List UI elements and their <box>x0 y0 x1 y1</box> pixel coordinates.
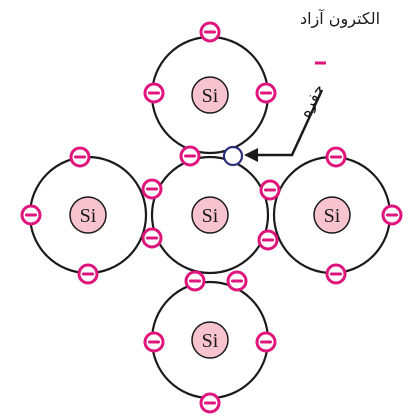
hole-marker <box>222 145 244 167</box>
electron <box>325 146 347 168</box>
electron <box>143 331 165 353</box>
electron <box>69 146 91 168</box>
electrons <box>20 21 403 414</box>
free-electron-label: الکترون آزاد <box>300 9 380 29</box>
electron <box>77 263 99 285</box>
hole-label: حفره <box>294 80 328 120</box>
electron <box>141 178 163 200</box>
electron <box>20 204 42 226</box>
electron <box>141 227 163 249</box>
nucleus-label-top: Si <box>202 85 219 107</box>
nuclei: Si Si Si Si Si <box>69 76 351 359</box>
electron <box>257 229 279 251</box>
nucleus-left: Si <box>69 196 107 234</box>
nucleus-top: Si <box>191 76 229 114</box>
electron <box>381 204 403 226</box>
electron <box>325 263 347 285</box>
nucleus-right: Si <box>313 196 351 234</box>
orbit-ring-center <box>150 155 270 275</box>
nucleus-bottom: Si <box>191 321 229 359</box>
electron <box>143 82 165 104</box>
electron <box>226 270 248 292</box>
electron <box>255 331 277 353</box>
electron <box>184 270 206 292</box>
nucleus-label-center: Si <box>202 205 219 227</box>
electron <box>255 82 277 104</box>
electron <box>179 145 201 167</box>
nucleus-label-left: Si <box>80 205 97 227</box>
electron <box>259 179 281 201</box>
arrow-head <box>244 148 258 162</box>
electron <box>199 392 221 414</box>
electron <box>199 21 221 43</box>
hole-arrow <box>244 89 324 162</box>
nucleus-label-bottom: Si <box>202 330 219 352</box>
nucleus-center: Si <box>191 196 229 234</box>
nucleus-label-right: Si <box>324 205 341 227</box>
